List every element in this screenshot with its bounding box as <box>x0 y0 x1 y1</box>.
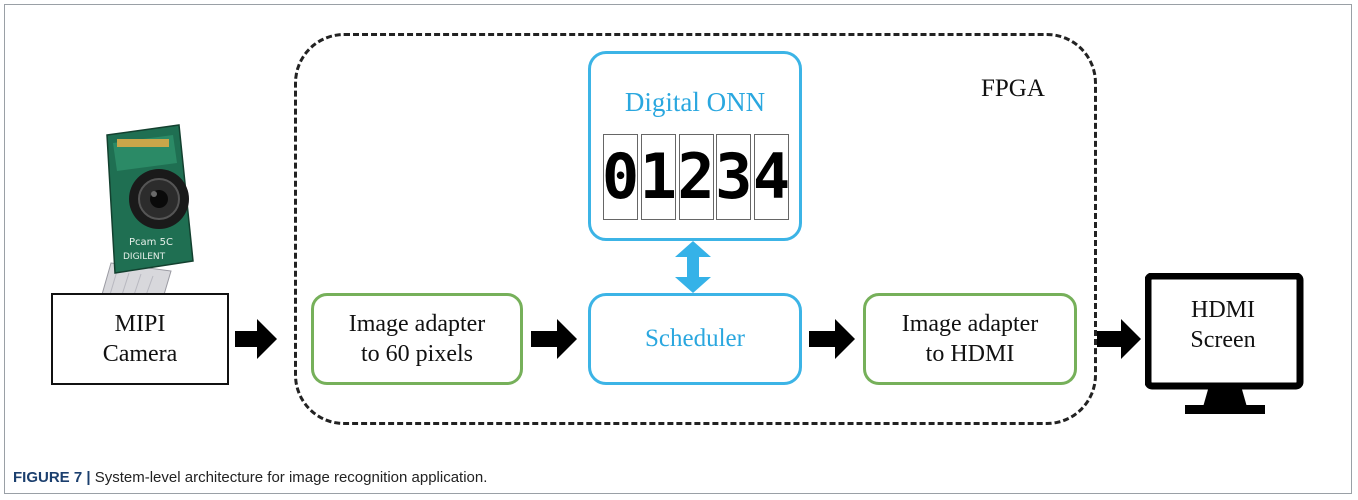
fpga-label: FPGA <box>981 75 1045 102</box>
figure-caption: FIGURE 7 | System-level architecture for… <box>13 469 487 486</box>
bidirectional-arrow <box>675 241 711 293</box>
digital-onn-title: Digital ONN <box>624 87 766 117</box>
hdmi-screen-label: HDMI Screen <box>1190 297 1256 353</box>
monitor-icon <box>1145 273 1304 414</box>
caption-text: System-level architecture for image reco… <box>90 469 488 486</box>
digit-sample: 0 <box>603 134 638 220</box>
arrow-right <box>531 319 577 359</box>
digit-samples: 0 1 2 3 4 <box>603 134 789 220</box>
arrow-right <box>809 319 855 359</box>
fpga-region <box>294 33 1097 425</box>
digit-sample: 2 <box>678 134 714 220</box>
figure-frame: Pcam 5C DIGILENT MIPI Camera FPGA Digita… <box>4 4 1352 494</box>
digital-onn-box: Digital ONN 0 1 2 3 4 <box>588 51 802 241</box>
image-adapter-input-box: Image adapter to 60 pixels <box>311 293 523 385</box>
arrow-right <box>235 319 277 359</box>
svg-text:Pcam 5C: Pcam 5C <box>129 237 173 248</box>
camera-module-icon: Pcam 5C DIGILENT <box>100 124 194 298</box>
digit-sample: 1 <box>640 134 676 220</box>
scheduler-box: Scheduler <box>588 293 802 385</box>
arrow-right <box>1097 319 1141 359</box>
mipi-camera-box: MIPI Camera <box>51 293 229 385</box>
digit-sample: 4 <box>754 134 789 220</box>
figure-number: FIGURE 7 | <box>13 469 91 486</box>
svg-text:DIGILENT: DIGILENT <box>123 252 166 262</box>
image-adapter-hdmi-box: Image adapter to HDMI <box>863 293 1077 385</box>
digit-sample: 3 <box>716 134 752 220</box>
